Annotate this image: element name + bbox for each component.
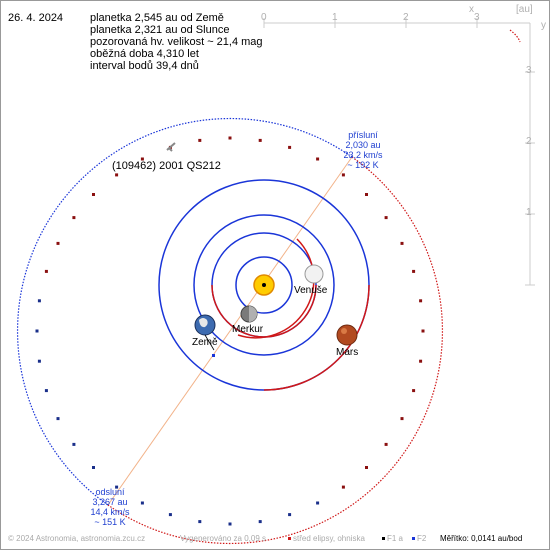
aphelion-label: odsluní 3,267 au 14,4 km/s ~ 151 K — [85, 487, 135, 527]
legend-f1: F1 a — [382, 534, 403, 543]
orbit-point-marker — [421, 329, 425, 333]
axis-tick-y-3: 3 — [526, 65, 532, 76]
info-distance-earth: planetka 2,545 au od Země — [90, 12, 224, 24]
asteroid-name-label: (109462) 2001 QS212 — [112, 160, 221, 172]
orbit-point-marker — [400, 417, 404, 421]
axis-tick-x-1: 1 — [332, 12, 338, 23]
orbit-point-marker — [37, 299, 41, 303]
earth-label: Země — [192, 337, 218, 348]
orbit-point-marker — [258, 138, 262, 142]
orbit-point-marker — [365, 466, 368, 469]
legend-center-dot-icon — [288, 537, 291, 541]
aphelion-distance: 3,267 au — [92, 497, 128, 507]
orbit-point-marker — [412, 269, 416, 273]
info-magnitude: pozorovaná hv. velikost ~ 21,4 mag — [90, 36, 263, 48]
sun-icon — [253, 274, 275, 296]
generated-time: Vygenerováno za 0,09 s — [180, 534, 266, 543]
orbit-point-marker — [288, 513, 292, 517]
orbit-point-marker — [198, 520, 202, 524]
mars-label: Mars — [336, 347, 359, 358]
orbit-highlights — [211, 238, 370, 391]
orbit-point-marker — [35, 329, 39, 333]
axis-unit: [au] — [516, 4, 533, 15]
info-distance-sun: planetka 2,321 au od Slunce — [90, 24, 230, 36]
axis-tick-y-1: 1 — [526, 207, 532, 218]
venus-label: Venuše — [294, 285, 328, 296]
orbit-point-marker — [56, 241, 60, 245]
orbit-point-marker — [56, 417, 60, 421]
orbit-point-marker — [412, 389, 416, 393]
axis-label-y: y — [541, 20, 546, 31]
perihelion-label: přísluní 2,030 au 23,2 km/s ~ 192 K — [338, 130, 388, 170]
date-label: 26. 4. 2024 — [8, 12, 64, 24]
orbit-point-marker — [72, 442, 76, 446]
orbit-point-marker — [341, 485, 345, 489]
mars-icon — [336, 324, 358, 346]
orbit-point-marker — [168, 513, 172, 517]
earth-orbit — [193, 214, 335, 356]
orbit-point-marker — [140, 501, 144, 505]
orbit-point-marker — [341, 173, 345, 177]
aphelion-speed: 14,4 km/s — [90, 507, 130, 517]
mercury-label: Merkur — [232, 324, 264, 335]
orbit-point-marker — [228, 522, 232, 526]
copyright-text: © 2024 Astronomia, astronomia.zcu.cz — [8, 534, 146, 543]
info-period: oběžná doba 4,310 let — [90, 48, 199, 60]
footer: © 2024 Astronomia, astronomia.zcu.cz Vyg… — [0, 530, 550, 548]
orbit-point-marker — [365, 193, 368, 196]
mercury-icon — [240, 305, 258, 323]
orbit-point-marker — [316, 157, 320, 161]
orbit-point-marker — [316, 501, 320, 505]
legend-center: střed elipsy, ohniska — [288, 534, 365, 543]
orbit-point-marker — [228, 136, 232, 140]
orbit-point-marker — [92, 193, 95, 196]
apsis-line — [107, 156, 353, 506]
axis-tick-y-2: 2 — [526, 136, 532, 147]
orbit-point-marker — [115, 173, 119, 177]
orbit-point-marker — [72, 216, 76, 220]
mercury-orbit — [235, 256, 293, 314]
axis-tick-x-3: 3 — [474, 12, 480, 23]
axis-label-x: x — [469, 4, 474, 15]
orbit-point-markers — [35, 136, 425, 526]
orbit-point-marker — [37, 359, 41, 363]
axes — [263, 18, 535, 286]
aphelion-title: odsluní — [95, 487, 125, 497]
orbit-point-marker — [419, 359, 423, 363]
orbit-point-marker — [140, 157, 144, 161]
asteroid-marker-icon — [166, 142, 176, 152]
asteroid-orbit — [16, 117, 444, 545]
orbit-point-marker — [288, 145, 292, 149]
orbit-point-marker — [44, 389, 48, 393]
orbit-point-marker — [384, 442, 388, 446]
orbit-point-marker — [115, 485, 119, 489]
orbit-point-marker — [44, 269, 48, 273]
info-interval: interval bodů 39,4 dnů — [90, 60, 199, 72]
earth-icon — [194, 314, 216, 357]
orbit-point-marker — [419, 299, 423, 303]
axis-tick-x-2: 2 — [403, 12, 409, 23]
perihelion-temperature: ~ 192 K — [347, 160, 379, 170]
axis-tick-x-0: 0 — [261, 12, 267, 23]
scale-label: Měřítko: 0,0141 au/bod — [440, 534, 523, 543]
orbit-point-marker — [400, 241, 404, 245]
orbit-point-marker — [258, 520, 262, 524]
venus-icon — [304, 264, 324, 284]
legend-f1-dot-icon — [382, 537, 385, 541]
perihelion-speed: 23,2 km/s — [343, 150, 383, 160]
orbit-point-marker — [384, 216, 388, 220]
orbit-point-marker — [198, 138, 202, 142]
aphelion-temperature: ~ 151 K — [94, 517, 126, 527]
legend-f2-dot-icon — [412, 537, 415, 541]
perihelion-title: přísluní — [348, 130, 378, 140]
perihelion-distance: 2,030 au — [345, 140, 381, 150]
orbit-point-marker — [92, 466, 95, 469]
legend-f2: F2 — [412, 534, 426, 543]
